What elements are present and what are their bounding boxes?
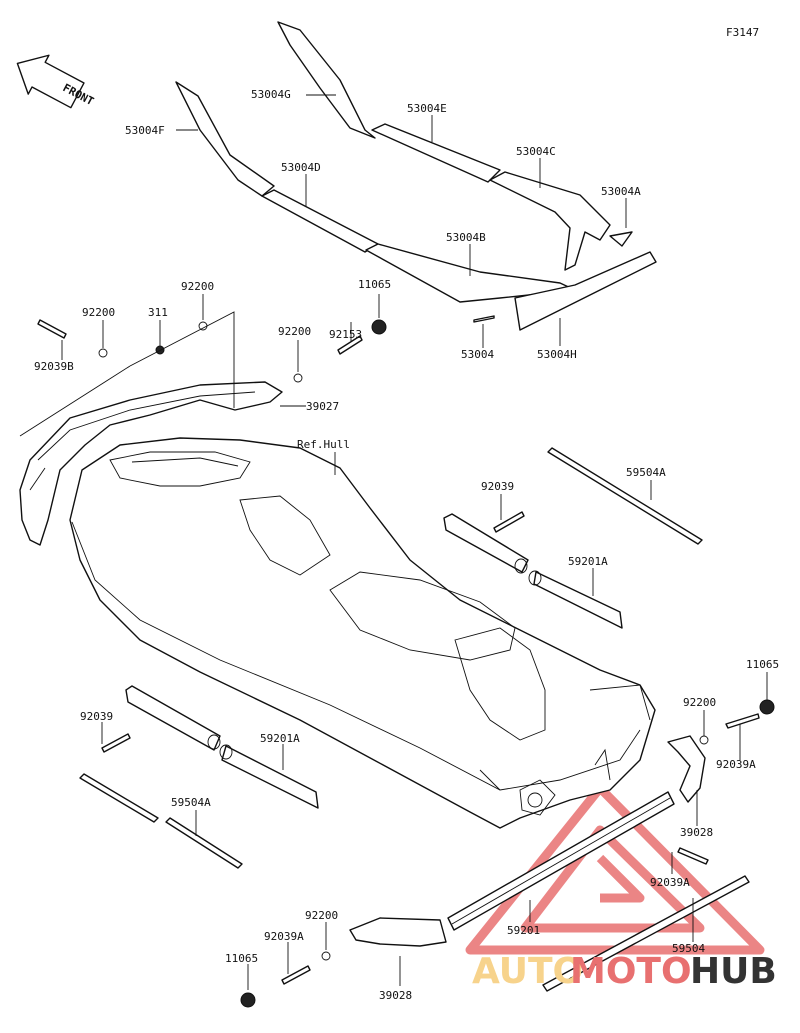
watermark-auto: AUTO [472, 951, 583, 992]
rail-59504 [542, 875, 750, 992]
label-53004F: 53004F [125, 124, 165, 137]
guard-39028-right [667, 735, 706, 803]
label-92039B: 92039B [34, 360, 74, 373]
seat-piece-53004F [175, 81, 275, 197]
seat-piece-53004E [371, 123, 501, 183]
label-ref-hull: Ref.Hull [297, 438, 350, 451]
rail-59201A-right-rear [533, 571, 623, 629]
label-59201A-right: 59201A [568, 555, 608, 568]
side-guard-39027 [19, 381, 283, 546]
label-92200-left: 92200 [82, 306, 115, 319]
rail-59201A-left-front [125, 685, 221, 751]
label-311: 311 [148, 306, 168, 319]
seat-piece-53004-strip [473, 315, 495, 323]
label-11065-right: 11065 [746, 658, 779, 671]
label-39027: 39027 [306, 400, 339, 413]
seat-piece-53004H [514, 251, 657, 331]
washer-92200-left [98, 348, 108, 358]
front-arrow-icon [16, 54, 85, 109]
rivet-92039B [37, 319, 67, 339]
rail-59201A-right-front [443, 513, 529, 573]
label-53004A: 53004A [601, 185, 641, 198]
label-92039A-lowright: 92039A [650, 876, 690, 889]
nut-11065-right [759, 699, 775, 715]
label-53004H: 53004H [537, 348, 577, 361]
label-53004D: 53004D [281, 161, 321, 174]
label-92039-right: 92039 [481, 480, 514, 493]
label-39028-bottom: 39028 [379, 989, 412, 1002]
washer-92200-bottom [321, 951, 331, 961]
rivet-92039A-bottom [281, 965, 311, 985]
left-rail-parts [79, 685, 319, 869]
figure-code: F3147 [726, 26, 759, 39]
rivet-92039-right [493, 511, 525, 533]
rail-59504A-right [547, 447, 703, 545]
rail-59504A-left-rear [165, 817, 243, 869]
label-92200-bottom: 92200 [305, 909, 338, 922]
label-92200-top: 92200 [181, 280, 214, 293]
washer-92200-top [198, 321, 208, 331]
label-59504: 59504 [672, 942, 705, 955]
label-53004E: 53004E [407, 102, 447, 115]
rail-59201A-left-rear [221, 745, 319, 809]
label-92039A-bottom: 92039A [264, 930, 304, 943]
seat-cover-assembly [175, 21, 657, 331]
seat-piece-53004D [261, 189, 379, 253]
right-rail-parts [443, 447, 703, 629]
hull-outline [69, 437, 656, 829]
rivet-92039A-right [725, 713, 760, 729]
rear-rail-parts [349, 735, 750, 992]
nut-11065-bottom [240, 992, 256, 1008]
label-92039A-right: 92039A [716, 758, 756, 771]
label-59504A-right: 59504A [626, 466, 666, 479]
label-53004: 53004 [461, 348, 494, 361]
part-labels: F3147 53004G 53004F 53004E 53004C 53004D… [34, 26, 779, 1002]
label-11065-bottom: 11065 [225, 952, 258, 965]
label-92039-left: 92039 [80, 710, 113, 723]
label-92200-mid: 92200 [278, 325, 311, 338]
hardware [37, 319, 775, 1008]
seat-piece-53004G [277, 21, 376, 139]
watermark-moto: MOTO [570, 951, 692, 992]
label-53004C: 53004C [516, 145, 556, 158]
label-11065-top: 11065 [358, 278, 391, 291]
label-53004B: 53004B [446, 231, 486, 244]
bolt-92153 [337, 335, 363, 355]
guard-39028-bottom [349, 917, 447, 947]
label-59201A-left: 59201A [260, 732, 300, 745]
washer-92200-right [699, 735, 709, 745]
label-39028-right: 39028 [680, 826, 713, 839]
watermark-hub: HUB [690, 951, 777, 992]
label-53004G: 53004G [251, 88, 291, 101]
leader-lines [19, 94, 768, 990]
label-59201: 59201 [507, 924, 540, 937]
rivet-92039A-lowright [677, 847, 709, 865]
label-59504A-left: 59504A [171, 796, 211, 809]
washer-92200-mid [293, 373, 303, 383]
watermark-text: AUTO MOTO HUB [472, 951, 777, 992]
label-92153: 92153 [329, 328, 362, 341]
seat-piece-53004C [489, 171, 611, 271]
seat-piece-53004A [609, 231, 633, 247]
nut-11065-top [371, 319, 387, 335]
rail-59504A-left-front [79, 773, 159, 823]
rivet-92039-left [101, 733, 131, 753]
label-92200-right: 92200 [683, 696, 716, 709]
